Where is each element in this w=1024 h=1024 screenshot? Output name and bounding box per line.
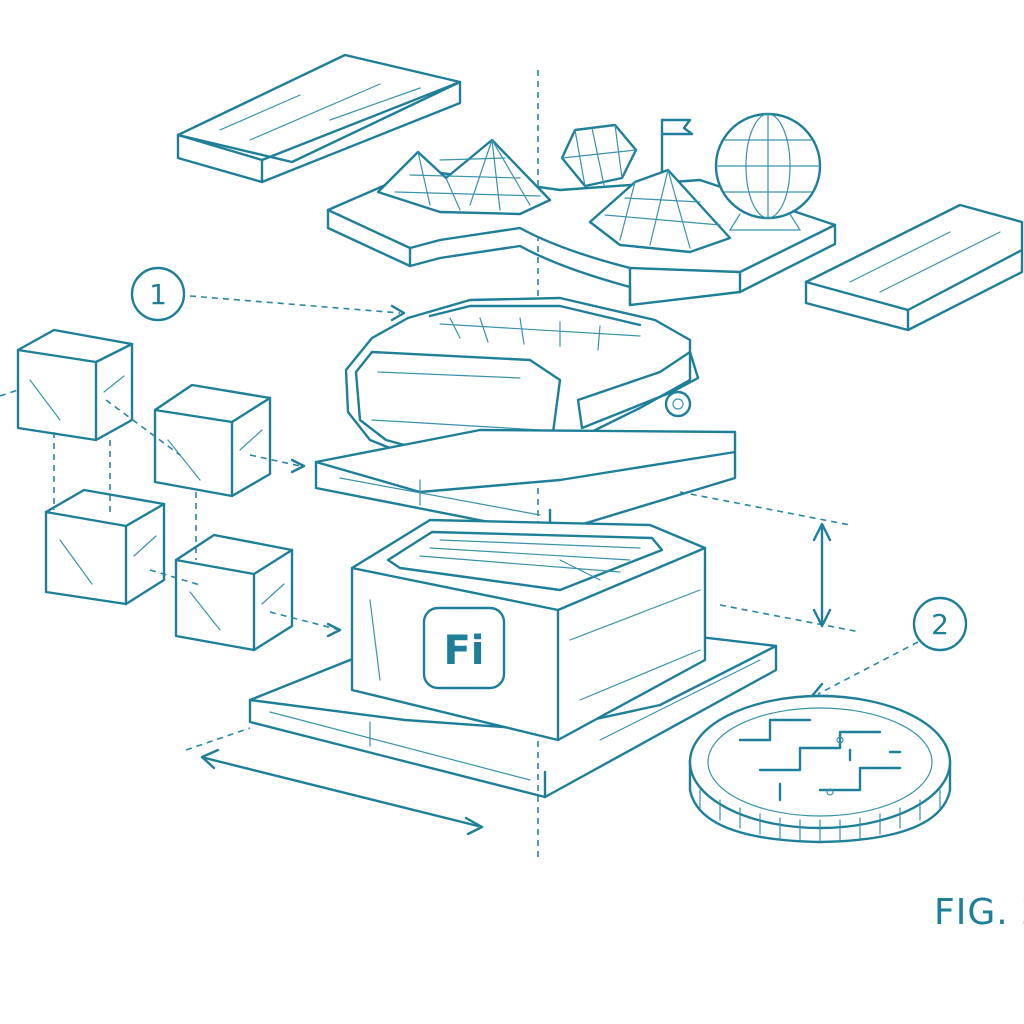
cube-1 <box>16 328 134 442</box>
circuit-coin <box>688 694 952 844</box>
cubes <box>0 328 342 652</box>
headset-plate <box>314 428 737 536</box>
floating-tile-left <box>176 53 462 184</box>
strap-buckle <box>664 390 692 418</box>
cube-4 <box>174 533 294 652</box>
fi-logo: Fi <box>443 628 484 674</box>
callout-2: 2 <box>810 596 968 698</box>
figure-label: FIG. 2 <box>934 892 1024 933</box>
terrain-platform <box>326 112 837 307</box>
flag <box>660 118 694 136</box>
callout-1-number: 1 <box>149 278 167 311</box>
cube-2 <box>153 383 272 498</box>
dimension-vertical <box>679 491 861 633</box>
cube-3 <box>44 488 166 606</box>
floating-tile-right <box>804 203 1024 332</box>
dimension-horizontal <box>185 727 484 836</box>
circuit-trace <box>738 718 902 802</box>
fi-box: Fi <box>350 518 707 742</box>
fi-logo-frame <box>422 606 506 690</box>
polyhedron <box>560 123 638 188</box>
callout-2-number: 2 <box>931 608 949 641</box>
callout-1: 1 <box>130 266 406 322</box>
